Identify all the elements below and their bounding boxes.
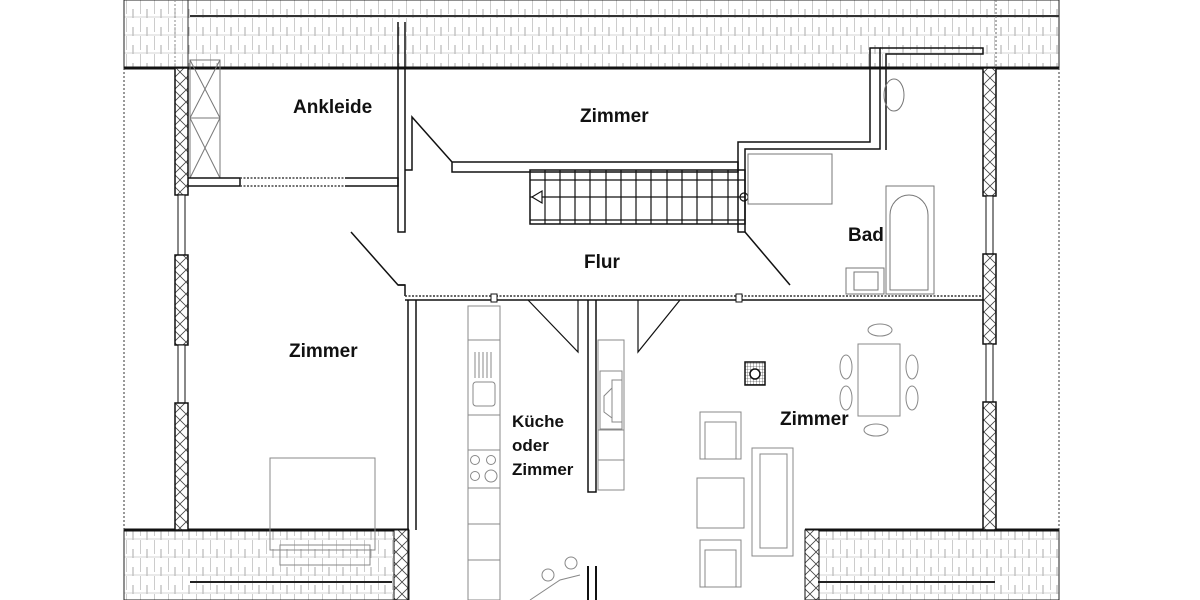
kitchen-label-line1: Küche	[512, 412, 564, 431]
ottoman	[696, 477, 745, 529]
room-label-zimmer-living: Zimmer	[780, 409, 849, 430]
roof-bottom-right	[804, 528, 1060, 600]
armchair	[699, 539, 742, 588]
roof-bottom-left	[123, 528, 410, 600]
sofa	[751, 447, 794, 557]
kitchen-counter	[467, 305, 581, 600]
kitchen-label-line2: oder	[512, 436, 549, 455]
room-label-bad: Bad	[848, 225, 884, 246]
chimney	[744, 361, 766, 386]
roof-top	[123, 0, 1060, 70]
room-label-flur: Flur	[584, 252, 620, 273]
exterior-wall-left	[174, 67, 189, 531]
toilet-icon	[883, 78, 905, 112]
bed	[269, 457, 376, 566]
bathroom-fixtures	[747, 78, 935, 295]
living-furniture	[696, 411, 794, 588]
stove-icon	[470, 455, 480, 465]
shower-tub	[747, 153, 833, 205]
sink-icon	[472, 381, 496, 407]
armchair	[699, 411, 742, 460]
room-label-zimmer-left: Zimmer	[289, 341, 358, 362]
room-label-kitchen: Küche oder Zimmer	[512, 410, 573, 482]
room-label-zimmer-top: Zimmer	[580, 106, 649, 127]
wardrobe	[189, 59, 221, 179]
posts	[490, 293, 743, 303]
staircase	[530, 170, 749, 224]
fireplace-unit	[597, 339, 625, 491]
exterior-wall-right	[982, 67, 997, 531]
dining-table	[839, 323, 919, 437]
kitchen-label-line3: Zimmer	[512, 460, 574, 479]
room-label-ankleide: Ankleide	[293, 97, 373, 118]
bathtub-icon	[889, 194, 929, 291]
